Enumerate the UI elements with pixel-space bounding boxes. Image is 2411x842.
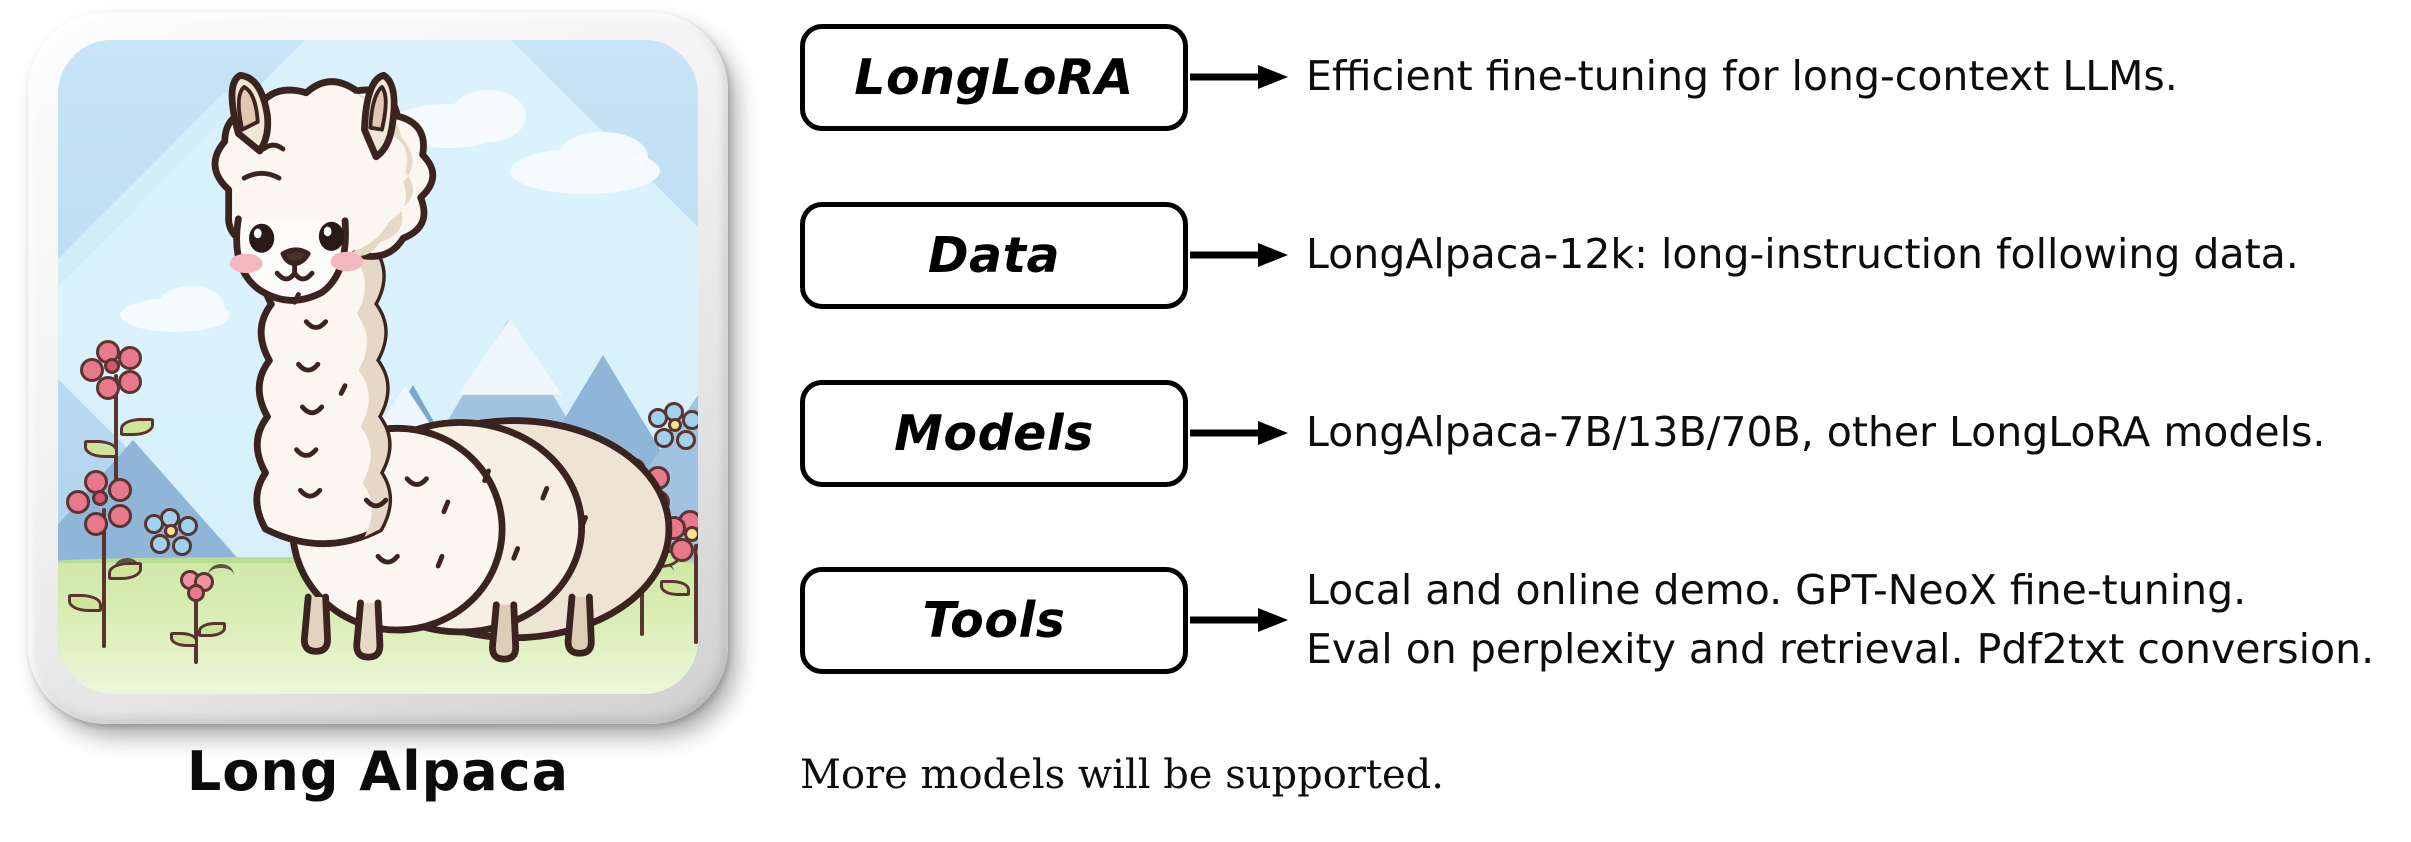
node-label: Data bbox=[927, 226, 1061, 284]
row-description-line: LongAlpaca-12k: long-instruction followi… bbox=[1306, 230, 2299, 279]
row-description: LongAlpaca-7B/13B/70B, other LongLoRA mo… bbox=[1306, 403, 2325, 462]
cloud-icon bbox=[558, 132, 648, 182]
footnote: More models will be supported. bbox=[800, 752, 1444, 798]
row-description-line: LongAlpaca-7B/13B/70B, other LongLoRA mo… bbox=[1306, 408, 2326, 457]
flow-panel: LongLoRA Efficient fine-tuning for long-… bbox=[800, 0, 2411, 842]
arrow-right-icon bbox=[1190, 608, 1288, 632]
flow-row: LongLoRA Efficient fine-tuning for long-… bbox=[800, 22, 2178, 132]
row-description-line: Local and online demo. GPT-NeoX fine-tun… bbox=[1306, 565, 2247, 614]
row-description-line: Eval on perplexity and retrieval. Pdf2tx… bbox=[1306, 625, 2375, 673]
node-box-data[interactable]: Data bbox=[800, 201, 1188, 309]
node-box-longlora[interactable]: LongLoRA bbox=[800, 23, 1188, 131]
flow-row: Models LongAlpaca-7B/13B/70B, other Long… bbox=[800, 378, 2325, 488]
figure-caption: Long Alpaca bbox=[186, 740, 570, 803]
photo-frame bbox=[28, 12, 728, 724]
cloud-icon bbox=[450, 90, 526, 142]
node-label: Models bbox=[894, 404, 1094, 462]
flow-row: Data LongAlpaca-12k: long-instruction fo… bbox=[800, 200, 2299, 310]
illustration-panel: Long Alpaca bbox=[0, 0, 800, 842]
flow-row: Tools Local and online demo. GPT-NeoX fi… bbox=[800, 565, 2374, 675]
arrow-right-icon bbox=[1190, 421, 1288, 445]
node-label: LongLoRA bbox=[854, 48, 1134, 106]
arrow-right-icon bbox=[1190, 65, 1288, 89]
node-label: Tools bbox=[922, 591, 1066, 649]
node-box-tools[interactable]: Tools bbox=[800, 566, 1188, 674]
row-description: Efficient fine-tuning for long-context L… bbox=[1306, 47, 2178, 106]
cloud-icon bbox=[158, 286, 224, 324]
grass-tuft-icon bbox=[114, 557, 140, 580]
node-box-models[interactable]: Models bbox=[800, 379, 1188, 487]
alpaca-illustration-svg bbox=[211, 71, 673, 663]
alpaca-illustration bbox=[58, 40, 698, 694]
row-description: Local and online demo. GPT-NeoX fine-tun… bbox=[1306, 561, 2374, 680]
row-description-line: Efficient fine-tuning for long-context L… bbox=[1306, 52, 2178, 101]
arrow-right-icon bbox=[1190, 243, 1288, 267]
row-description: LongAlpaca-12k: long-instruction followi… bbox=[1306, 225, 2299, 284]
grass-tuft-icon bbox=[208, 564, 234, 586]
